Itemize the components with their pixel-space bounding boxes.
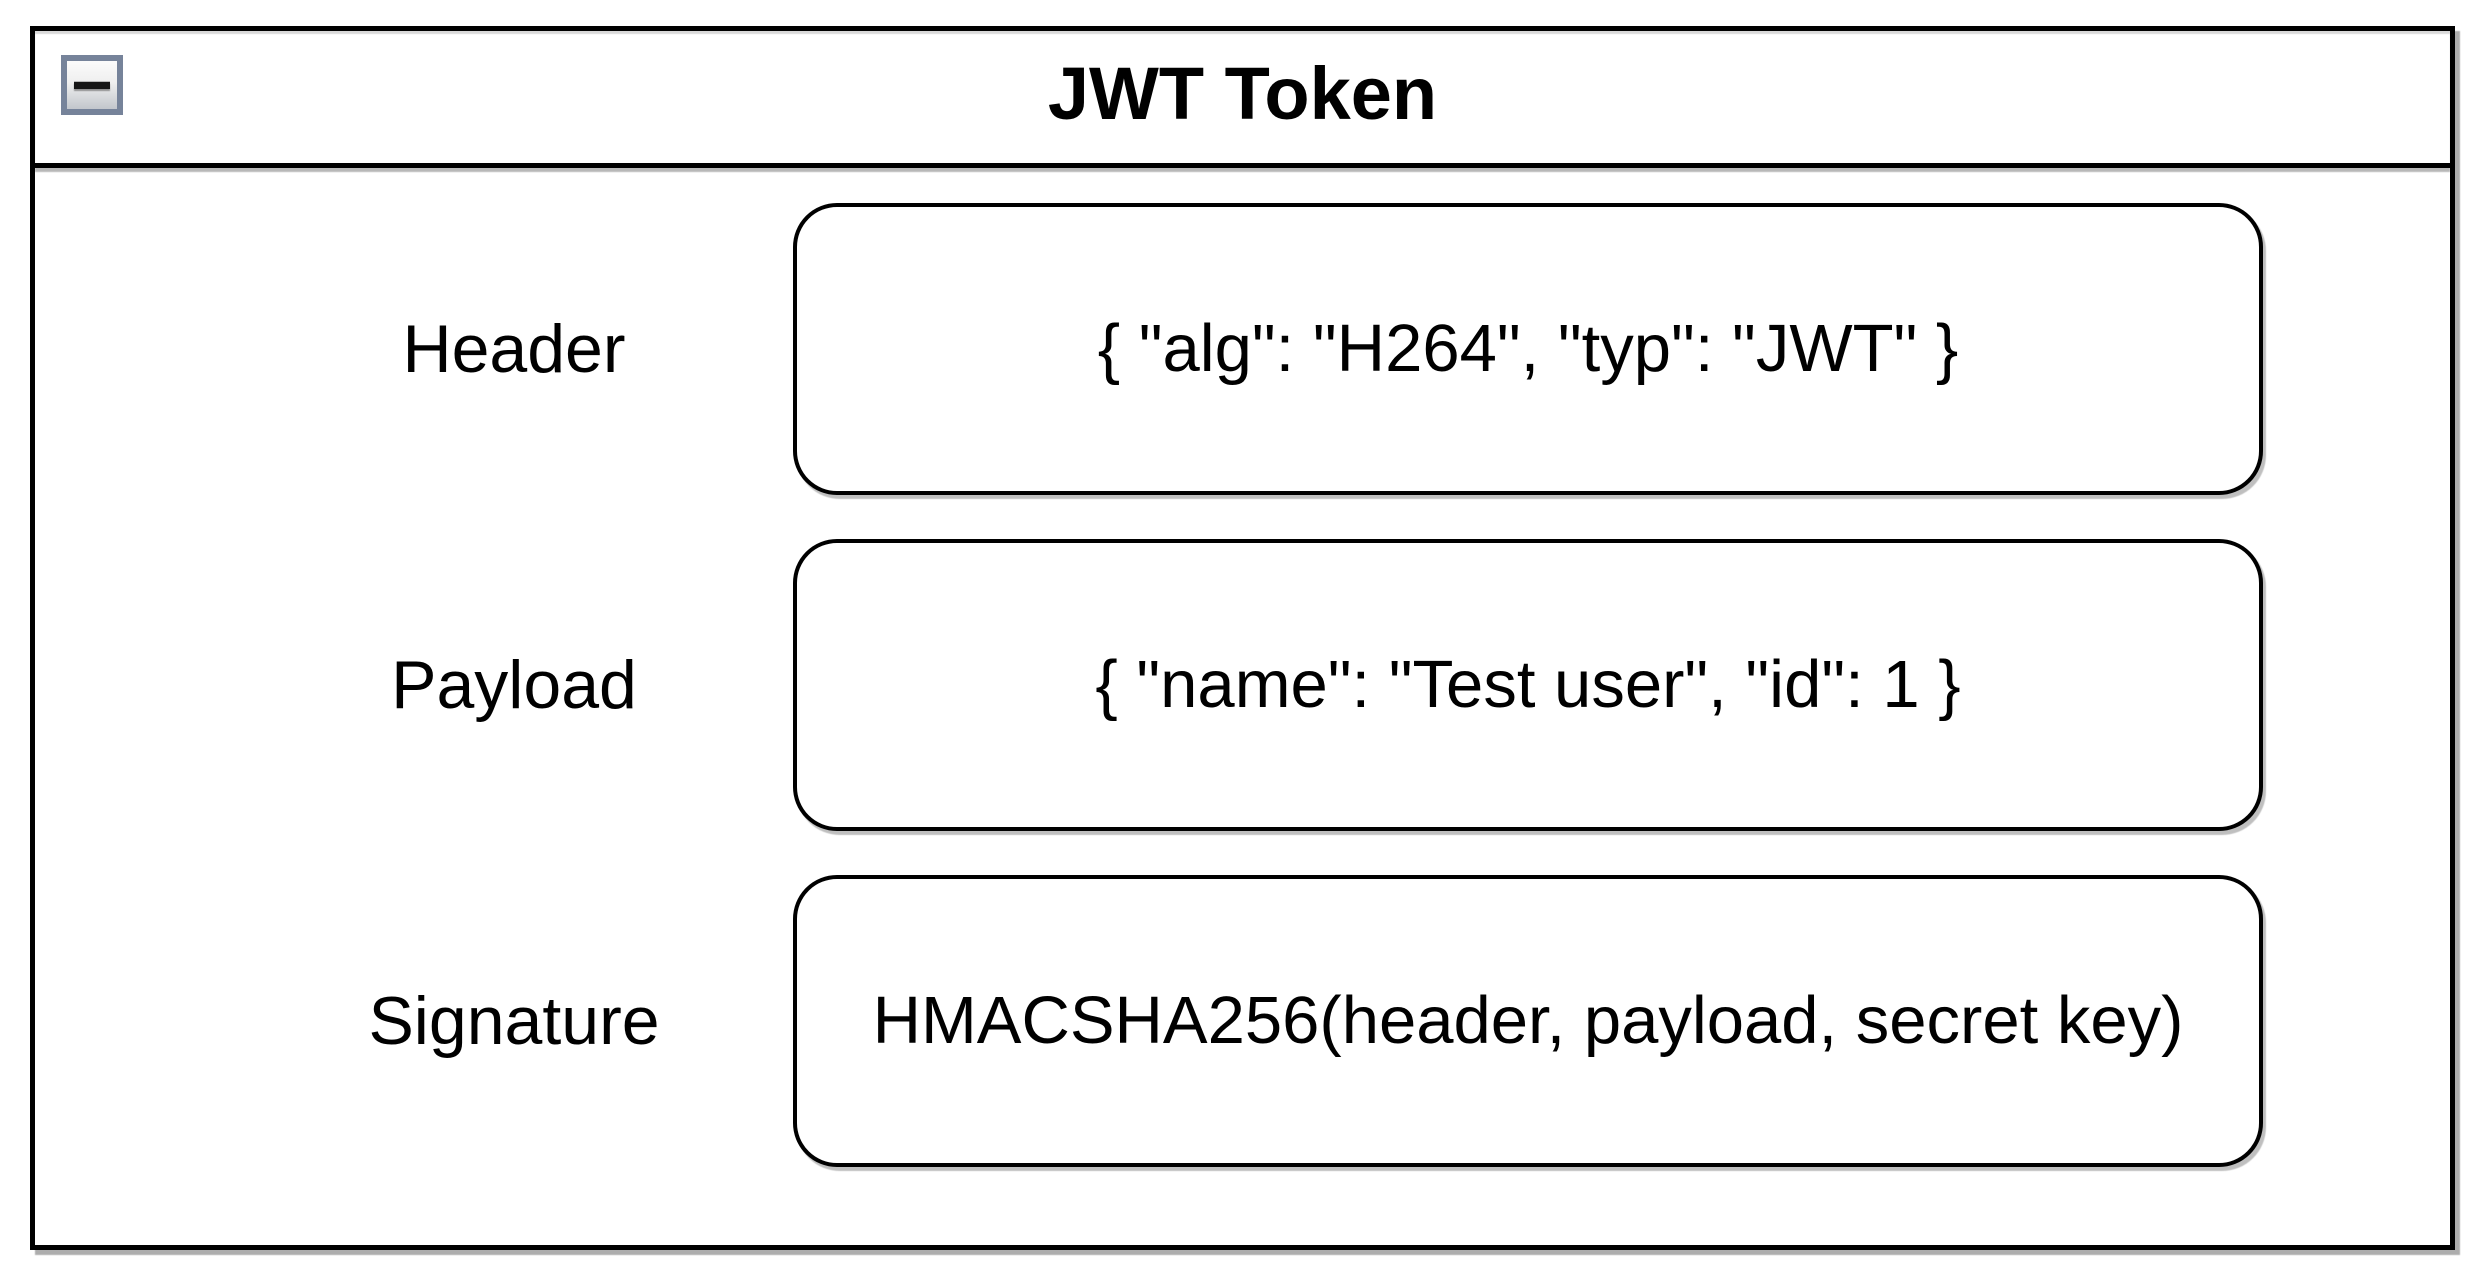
signature-box: HMACSHA256(header, payload, secret key): [793, 875, 2263, 1167]
row-header: Header { "alg": "H264", "typ": "JWT" }: [35, 203, 2450, 495]
payload-label: Payload: [391, 646, 637, 723]
signature-box-text: HMACSHA256(header, payload, secret key): [872, 983, 2184, 1059]
row-signature: Signature HMACSHA256(header, payload, se…: [35, 875, 2450, 1167]
payload-box: { "name": "Test user", "id": 1 }: [793, 539, 2263, 831]
payload-box-text: { "name": "Test user", "id": 1 }: [1095, 647, 1961, 723]
signature-label: Signature: [368, 982, 660, 1059]
header-box: { "alg": "H264", "typ": "JWT" }: [793, 203, 2263, 495]
jwt-token-group: JWT Token Header { "alg": "H264", "typ":…: [30, 26, 2455, 1250]
header-label: Header: [402, 310, 626, 387]
header-box-text: { "alg": "H264", "typ": "JWT" }: [1097, 311, 1959, 387]
token-sections: Header { "alg": "H264", "typ": "JWT" } P…: [35, 168, 2450, 1167]
row-payload: Payload { "name": "Test user", "id": 1 }: [35, 539, 2450, 831]
diagram-title: JWT Token: [1047, 52, 1438, 135]
minus-icon: [74, 81, 110, 89]
jwt-token-titlebar: JWT Token: [35, 31, 2450, 168]
collapse-button[interactable]: [61, 55, 123, 115]
